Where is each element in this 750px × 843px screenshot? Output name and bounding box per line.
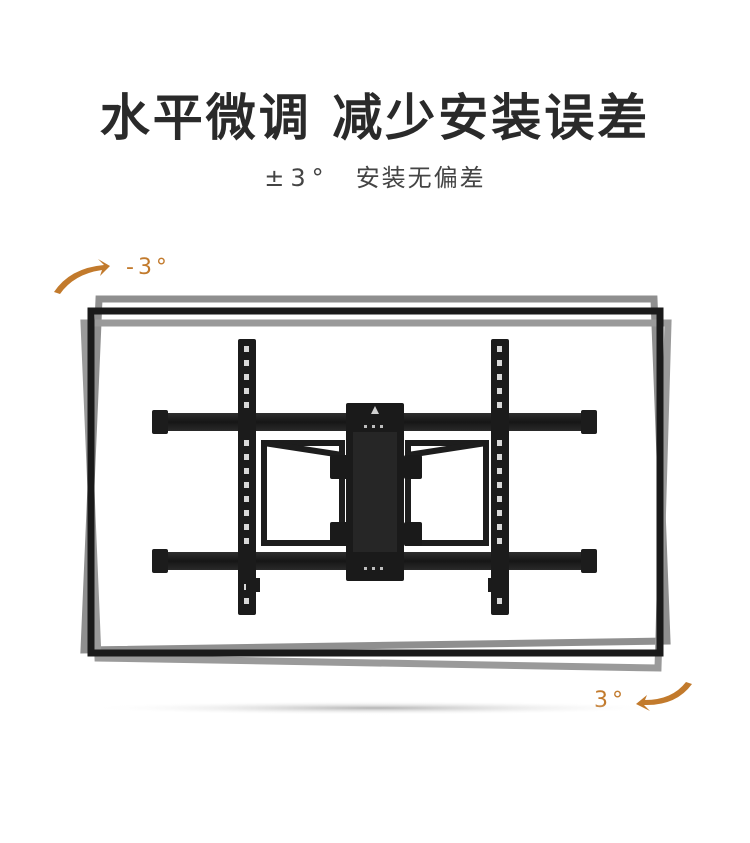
subheading-text: 安装无偏差 <box>355 164 486 192</box>
curved-arrow-up-right-icon <box>54 259 110 294</box>
subheading: ±3° 安装无偏差 <box>0 158 750 193</box>
arm-assembly <box>261 440 489 546</box>
headline: 水平微调 减少安装误差 <box>99 89 651 147</box>
arm-hinges <box>330 455 422 546</box>
vesa-bracket-left <box>238 339 260 615</box>
tv-frame-level <box>87 307 664 657</box>
floor-shadow <box>85 701 665 715</box>
vesa-bracket-right <box>488 339 509 615</box>
angle-label-minus: -3° <box>126 255 171 280</box>
curved-arrow-down-left-icon <box>636 682 692 711</box>
wall-plate <box>346 403 404 581</box>
tolerance-value: ±3° <box>264 164 330 192</box>
